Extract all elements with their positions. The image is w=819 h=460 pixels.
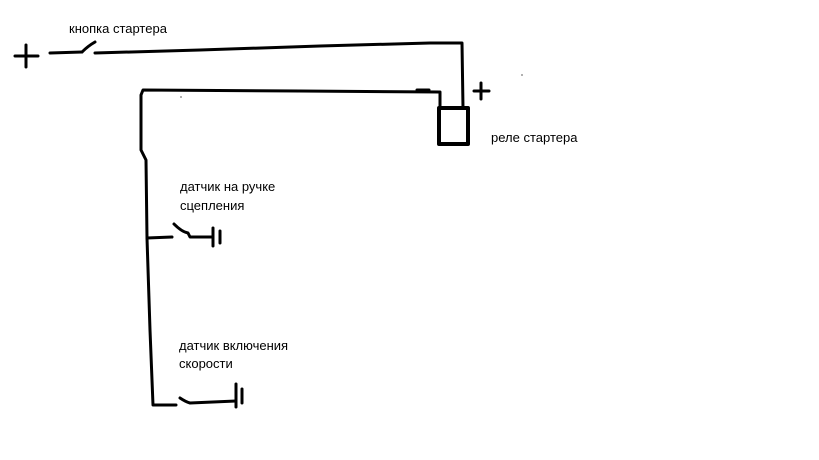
clutch-sensor-branch: [145, 235, 174, 240]
starter-relay-label: реле стартера: [491, 130, 578, 145]
clutch-sensor-switch: [172, 222, 222, 248]
relay-minus-wire: [139, 88, 442, 407]
relay-plus-symbol: [472, 81, 491, 101]
starter-relay-coil: [437, 106, 470, 146]
gear-sensor-label-line2: скорости: [179, 356, 233, 371]
clutch-sensor-label-line1: датчик на ручке: [180, 179, 275, 194]
stray-dot: [521, 74, 523, 76]
starter-button-switch: [48, 40, 97, 55]
gear-sensor-switch: [178, 382, 244, 409]
gear-sensor-label-line1: датчик включения: [179, 338, 288, 353]
starter-button-label: кнопка стартера: [69, 21, 168, 36]
clutch-sensor-label-line2: сцепления: [180, 198, 244, 213]
stray-dot: [180, 96, 182, 98]
top-wire: [93, 41, 465, 110]
power-plus-symbol: [13, 43, 40, 69]
